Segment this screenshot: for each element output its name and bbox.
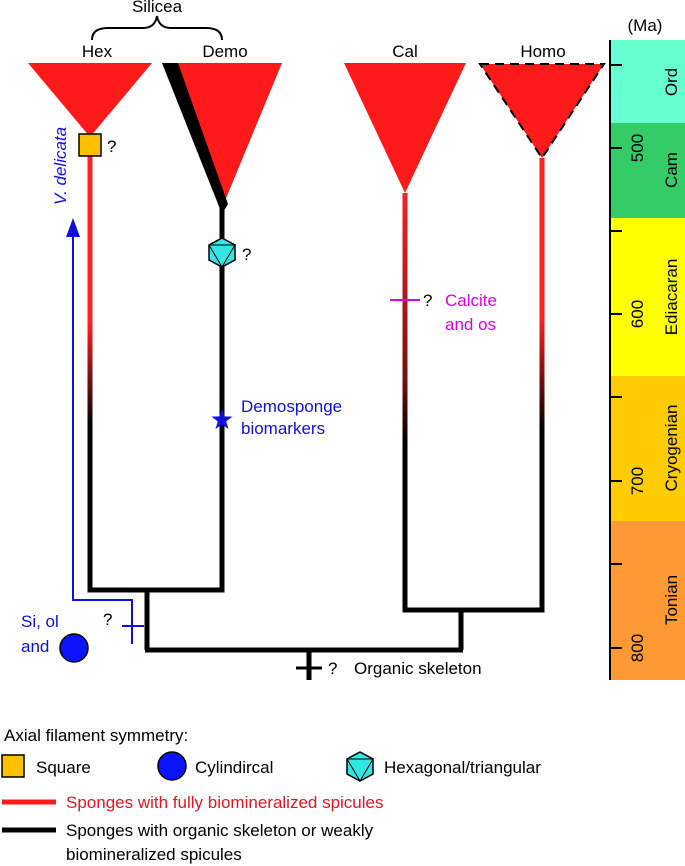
legend-black-label-2: biomineralized spicules: [66, 845, 242, 864]
organic-skeleton-question: ?: [328, 659, 337, 678]
period-label-ord: Ord: [662, 68, 681, 96]
timescale-ticks: [610, 64, 622, 649]
hexagon-question: ?: [242, 245, 251, 264]
legend-cylindrical-icon: [157, 751, 187, 781]
tick-label-500: 500: [628, 134, 647, 162]
tick-label-800: 800: [628, 634, 647, 662]
legend-hexagon-triangle: [346, 758, 374, 782]
clade-label-cal: Cal: [392, 42, 418, 61]
si-ol-label: Si, ol: [21, 612, 59, 631]
legend-black-label-1: Sponges with organic skeleton or weakly: [66, 821, 374, 840]
clade-label-homo: Homo: [520, 42, 565, 61]
hexagon-triangle-inner: [208, 244, 236, 268]
legend-cylindrical-label: Cylindircal: [195, 758, 273, 777]
silica-question: ?: [103, 610, 112, 629]
clade-label-demo: Demo: [202, 42, 247, 61]
calcite-question: ?: [423, 291, 432, 310]
organic-skeleton-label: Organic skeleton: [354, 659, 482, 678]
silicea-node: [87, 586, 225, 593]
silica-arrow-line: [72, 235, 133, 644]
tick-label-700: 700: [628, 467, 647, 495]
period-label-tonian: Tonian: [662, 575, 681, 625]
legend-red-label: Sponges with fully biomineralized spicul…: [66, 793, 384, 812]
square-marker: [78, 133, 102, 157]
legend-hexagon-label: Hexagonal/triangular: [384, 758, 541, 777]
period-cryogenian: [610, 376, 685, 521]
period-cam: [610, 123, 685, 218]
period-label-cam: Cam: [662, 152, 681, 188]
hex-clade-triangle: [28, 63, 152, 137]
silicea-label: Silicea: [132, 0, 183, 16]
demo-organic-edge: [162, 63, 228, 214]
calcite-label-2: and os: [445, 315, 496, 334]
demo-clade-triangle: [162, 63, 282, 208]
period-label-cryogenian: Cryogenian: [662, 405, 681, 492]
biomarker-star-icon: [211, 409, 233, 429]
silicea-brace: [91, 15, 223, 41]
cal-clade-triangle: [344, 63, 466, 193]
v-delicata-label: V. delicata: [51, 127, 70, 205]
calcarea-node: [402, 606, 545, 613]
demosponge-label-2: biomarkers: [241, 419, 325, 438]
legend-title: Axial filament symmetry:: [4, 726, 188, 745]
homo-clade-triangle: [478, 63, 606, 160]
clade-label-hex: Hex: [82, 42, 113, 61]
si-and-label: and: [21, 637, 49, 656]
calcite-label-1: Calcite: [445, 291, 497, 310]
timescale-unit: (Ma): [628, 16, 663, 35]
period-label-ediacaran: Ediacaran: [662, 259, 681, 336]
period-tonian: [610, 521, 685, 680]
period-ediacaran: [610, 218, 685, 376]
square-question: ?: [107, 137, 116, 156]
legend-square-icon: [1, 754, 25, 778]
cylindrical-marker: [59, 633, 89, 663]
period-ord: [610, 40, 685, 123]
tick-label-600: 600: [628, 300, 647, 328]
demosponge-label-1: Demosponge: [241, 397, 342, 416]
legend-square-label: Square: [36, 758, 91, 777]
silica-arrow-head: [66, 218, 80, 237]
